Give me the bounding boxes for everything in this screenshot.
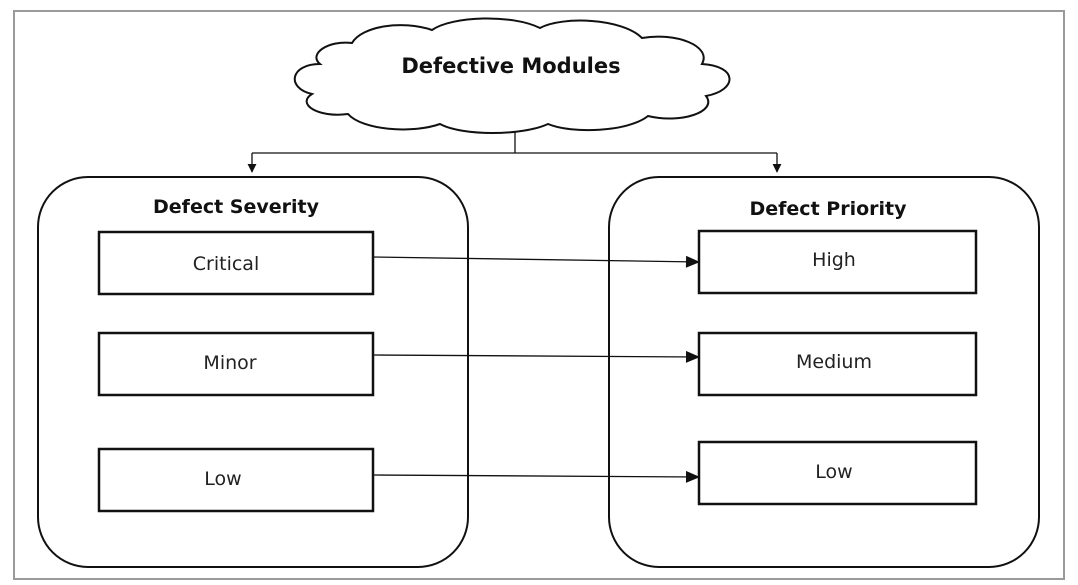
severity-item-label: Low [204,468,241,490]
severity-item-box [97,230,375,296]
priority-group-title: Defect Priority [750,198,908,220]
severity-group: Defect Severity Critical Minor Low [37,176,469,568]
priority-item-label: High [812,249,856,271]
severity-item-box [97,447,375,513]
priority-item-label: Low [815,461,852,483]
arrow-critical-to-high [372,255,700,268]
mapping-arrows [372,255,700,483]
arrow-low-to-low [372,470,700,483]
root-connectors [247,131,782,173]
priority-item-box [697,229,978,295]
priority-item-box [697,331,978,397]
severity-item-minor: Minor [97,331,375,397]
root-title: Defective Modules [401,54,620,78]
cloud-shape [293,17,731,134]
severity-item-label: Critical [193,253,259,275]
arrow-minor-to-medium [372,350,700,363]
severity-item-low: Low [97,447,375,513]
priority-item-high: High [697,229,978,295]
cropped-heading-fragment: efect [0,0,68,5]
severity-item-critical: Critical [97,230,375,296]
severity-item-box [97,331,375,397]
priority-item-box [697,440,978,506]
root-cloud-node: Defective Modules [293,17,731,134]
priority-group: Defect Priority High Medium Low [608,176,1040,568]
severity-group-title: Defect Severity [153,196,320,218]
priority-item-low: Low [697,440,978,506]
priority-item-medium: Medium [697,331,978,397]
severity-item-label: Minor [203,352,256,374]
priority-item-label: Medium [796,351,872,373]
